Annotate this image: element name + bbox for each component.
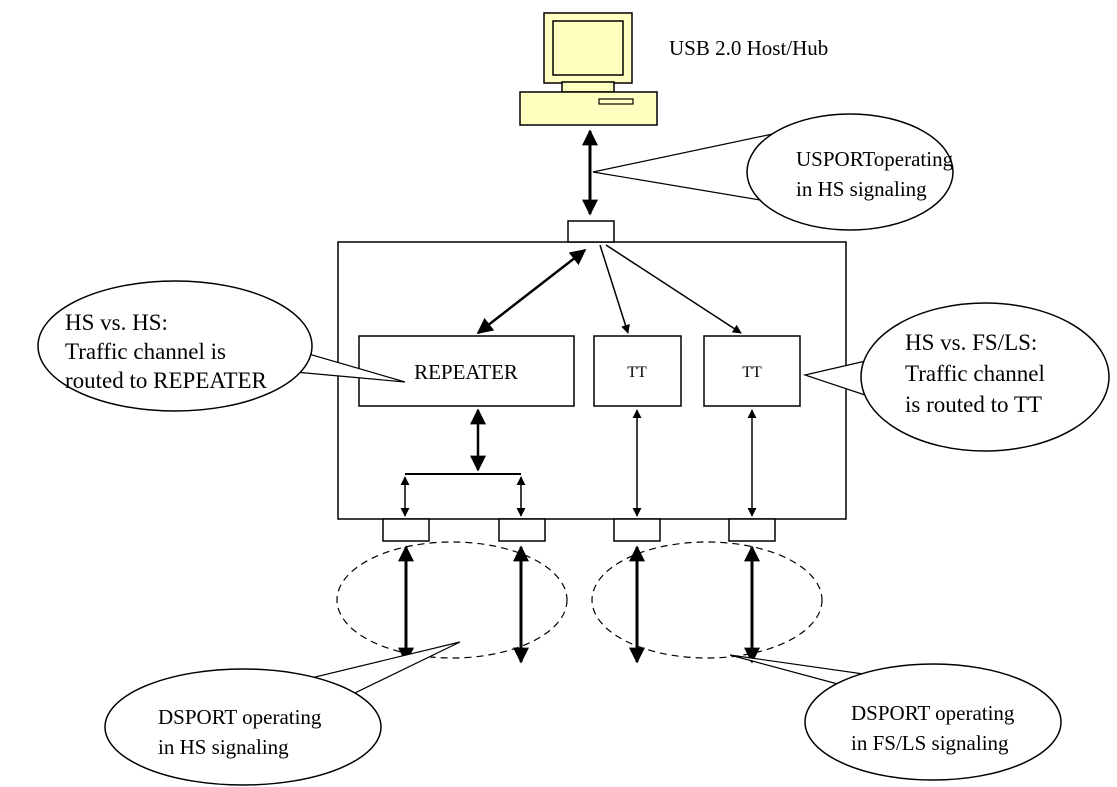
- callout-hs-vs-hs-line2: Traffic channel is: [65, 339, 226, 364]
- callout-dsport-hs: DSPORT operating in HS signaling: [104, 641, 461, 786]
- host-label: USB 2.0 Host/Hub: [669, 36, 828, 60]
- callout-hs-vs-fsls: HS vs. FS/LS: Traffic channel is routed …: [802, 302, 1110, 452]
- tt-block-2-label: TT: [742, 364, 762, 381]
- hs-port-group: [336, 541, 568, 659]
- callout-dsport-fsls: DSPORT operating in FS/LS signaling: [729, 654, 1062, 781]
- repeater-block: [358, 335, 575, 407]
- callout-hs-vs-hs-line1: HS vs. HS:: [65, 310, 168, 335]
- callout-usport: USPORToperating in HS signaling: [592, 113, 954, 231]
- callout-dsport-fsls-line1: DSPORT operating: [851, 701, 1015, 725]
- callout-dsport-hs-line2: in HS signaling: [158, 735, 289, 759]
- downstream-port-1: [382, 518, 430, 542]
- tt-block-1: [593, 335, 682, 407]
- route-to-repeater-arrow: [476, 249, 587, 334]
- callout-dsport-fsls-line2: in FS/LS signaling: [851, 731, 1009, 755]
- callout-usport-line1: USPORToperating: [796, 147, 954, 171]
- callout-hs-vs-fsls-line2: Traffic channel: [905, 361, 1045, 386]
- upstream-port: [567, 220, 615, 243]
- tt-block-1-label: TT: [627, 364, 647, 381]
- tt-block-2: [703, 335, 801, 407]
- downstream-port-3: [613, 518, 661, 542]
- callout-dsport-hs-line1: DSPORT operating: [158, 705, 322, 729]
- repeater-label: REPEATER: [414, 360, 518, 384]
- computer-icon: [519, 12, 658, 126]
- route-to-tt2-arrow: [605, 244, 742, 334]
- callout-hs-vs-hs: HS vs. HS: Traffic channel is routed to …: [37, 280, 406, 412]
- downstream-port-4: [728, 518, 776, 542]
- callout-hs-vs-fsls-line3: is routed to TT: [905, 392, 1042, 417]
- callout-hs-vs-fsls-line1: HS vs. FS/LS:: [905, 330, 1037, 355]
- downstream-port-2: [498, 518, 546, 542]
- callout-hs-vs-hs-line3: routed to REPEATER: [65, 368, 268, 393]
- fsls-port-group: [591, 541, 823, 659]
- route-to-tt1-arrow: [599, 244, 630, 334]
- callout-usport-line2: in HS signaling: [796, 177, 927, 201]
